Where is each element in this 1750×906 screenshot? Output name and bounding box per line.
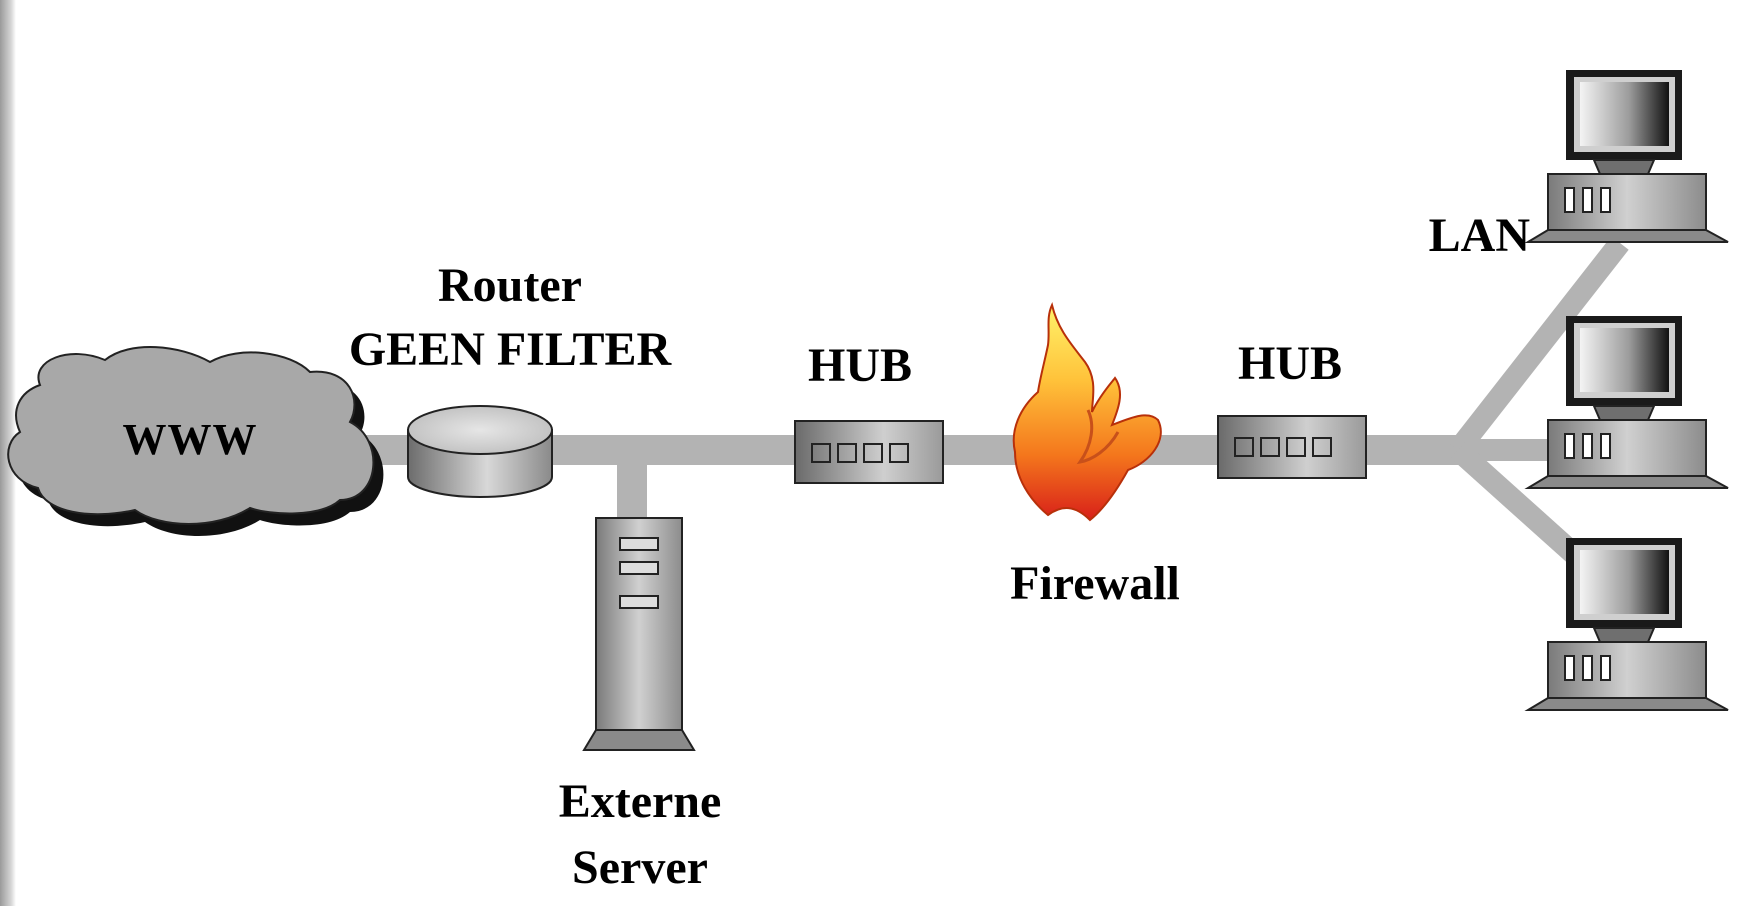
server-label-line2: Server	[572, 841, 708, 894]
lan-label: LAN	[1428, 209, 1530, 262]
hub-icon	[1217, 415, 1367, 479]
server-label: Externe Server	[520, 774, 760, 896]
router-icon	[407, 405, 553, 498]
server-icon	[582, 517, 696, 751]
firewall-label: Firewall	[1010, 557, 1180, 610]
router-label-line1: Router	[438, 259, 582, 312]
router-label: Router GEEN FILTER	[300, 258, 720, 378]
hub-right-label: HUB	[1237, 337, 1342, 390]
cloud-label: WWW	[122, 415, 258, 464]
hub-icon	[794, 420, 944, 484]
router-label-line2: GEEN FILTER	[348, 323, 672, 376]
server-label-line1: Externe	[558, 775, 722, 828]
computer-icon	[1527, 69, 1729, 243]
computer-icon	[1527, 537, 1729, 711]
cloud-icon	[7, 346, 384, 536]
computer-icon	[1527, 315, 1729, 489]
firewall-icon	[1012, 301, 1162, 522]
hub-left-label: HUB	[807, 339, 912, 392]
